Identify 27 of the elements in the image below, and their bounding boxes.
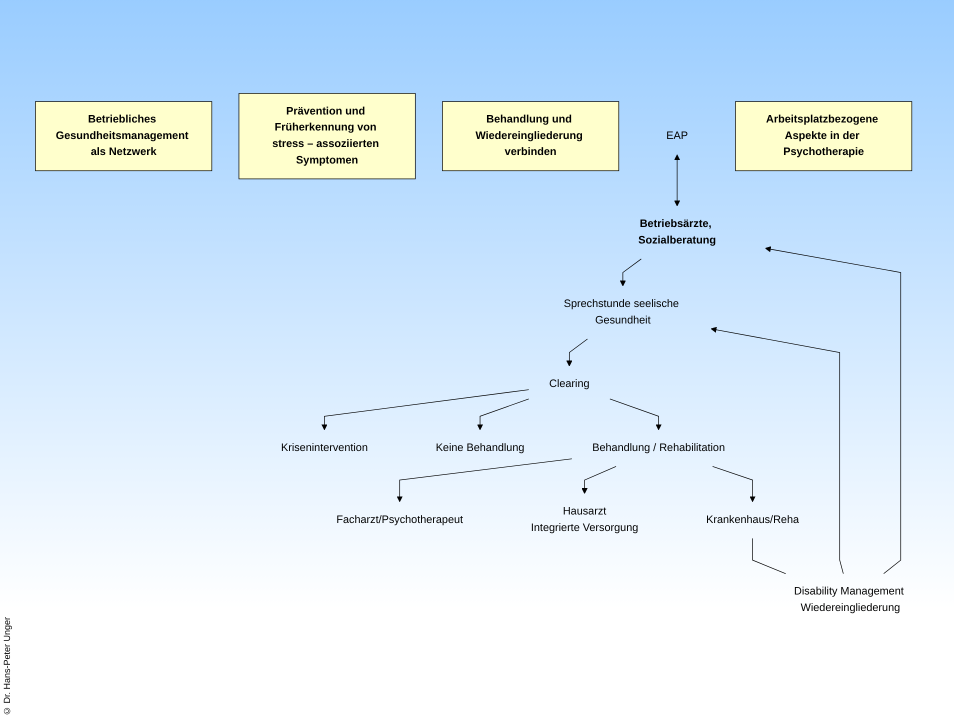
node-text: Betriebsärzte, Sozialberatung <box>638 218 716 246</box>
node-box: Arbeitsplatzbezogene Aspekte in der Psychotherapie <box>735 101 912 172</box>
copyright-note: © Dr. Hans-Peter Unger <box>2 616 12 716</box>
node-text: Behandlung / Rehabilitation <box>592 442 725 454</box>
node-box: Betriebliches Gesundheitsmanagement als Netzwerk <box>35 101 212 172</box>
arrow <box>582 466 616 494</box>
node-text: EAP <box>666 130 688 142</box>
arrow <box>712 466 756 502</box>
arrow <box>566 338 588 366</box>
node-text: Keine Behandlung <box>436 442 524 454</box>
arrow <box>710 326 844 574</box>
node-box: Prävention und Früherkennung von stress – assoziierten Symptomen <box>238 93 416 180</box>
node-text: Clearing <box>549 378 590 390</box>
arrow <box>610 398 662 430</box>
node-text: Disability Management Wiedereingliederung <box>794 586 904 614</box>
node-text: Sprechstunde seelische Gesundheit <box>564 298 679 326</box>
arrow <box>765 246 902 574</box>
arrow <box>396 458 572 502</box>
node-box: Behandlung und Wiedereingliederung verbinden <box>442 101 620 172</box>
arrow <box>477 398 530 430</box>
node-text: Facharzt/Psychotherapeut <box>336 514 464 526</box>
node-text: Krankenhaus/Reha <box>706 514 800 526</box>
arrow <box>321 389 530 430</box>
arrow <box>674 154 680 206</box>
arrow <box>620 258 642 286</box>
node-text: Hausarzt Integrierte Versorgung <box>530 506 638 534</box>
node-text: Krisenintervention <box>280 442 368 454</box>
